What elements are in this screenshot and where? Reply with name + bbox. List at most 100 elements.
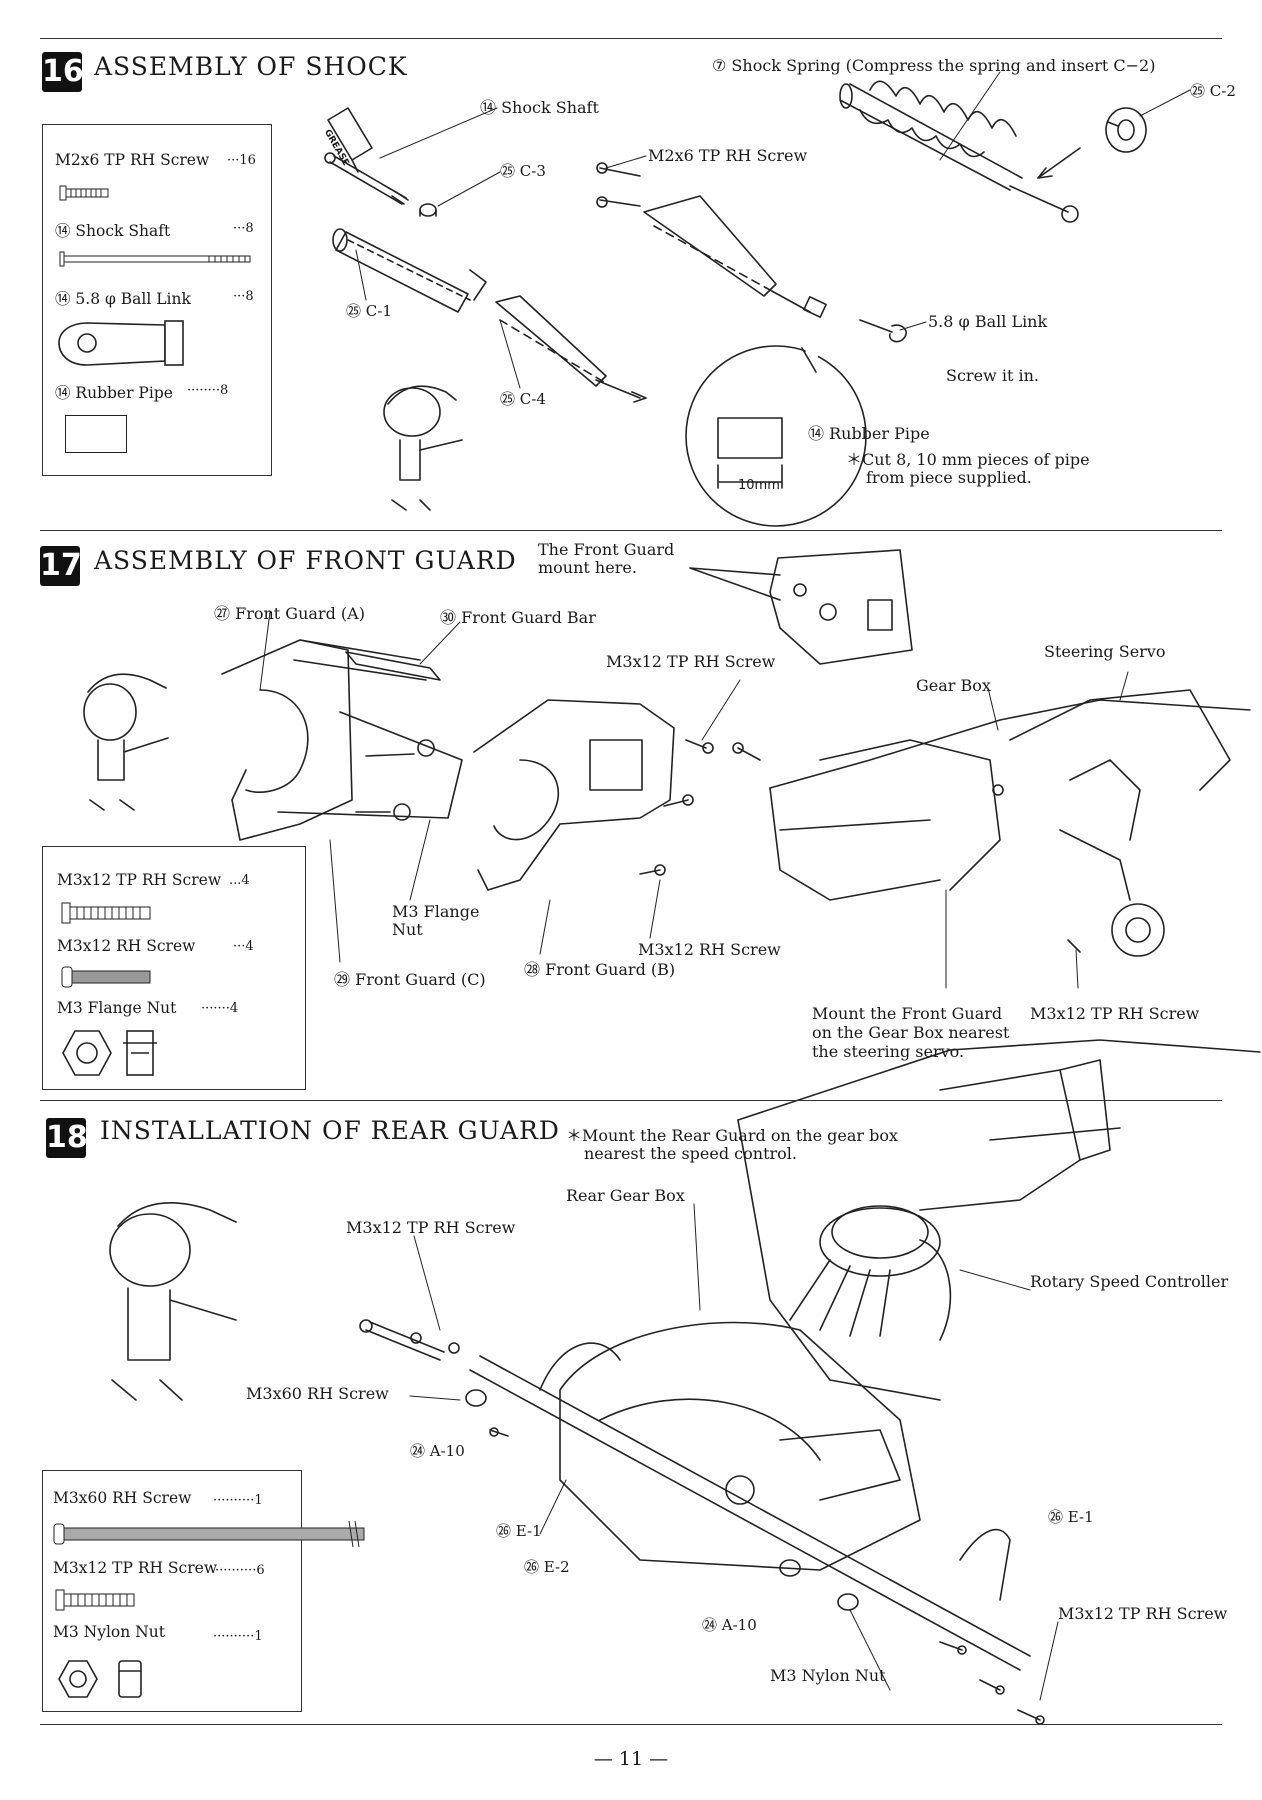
callout-rear-gear-box: Rear Gear Box — [566, 1186, 685, 1205]
ball-link-icon — [58, 320, 184, 366]
shock-shaft-icon — [59, 251, 251, 267]
step-number-18: 18 — [46, 1118, 88, 1158]
rubber-pipe-icon — [65, 415, 127, 453]
callout-a10-bottom: ㉔ A-10 — [702, 1616, 757, 1634]
shock-spring-drawing — [839, 80, 1079, 223]
cut-note-line-2: from piece supplied. — [866, 468, 1032, 487]
callout-c4: ㉕ C-4 — [500, 390, 546, 408]
shock-cap-c4 — [495, 295, 647, 403]
callout-m3-nylon-nut: M3 Nylon Nut — [770, 1666, 886, 1685]
long-screw-icon — [53, 1520, 365, 1548]
note-line-2: nearest the speed control. — [584, 1144, 797, 1163]
part-name: ⑭ Rubber Pipe — [55, 384, 173, 402]
cut-note-line-1: ＊Cut 8, 10 mm pieces of pipe — [846, 450, 1090, 469]
part-qty: ···8 — [233, 289, 254, 304]
part-name: M2x6 TP RH Screw — [55, 151, 210, 169]
part-qty: ·······4 — [201, 1001, 239, 1016]
tp-screw-icon — [55, 1589, 135, 1611]
part-qty: ···8 — [233, 221, 254, 236]
mount-here-line-1: The Front Guard — [538, 540, 675, 559]
callout-front-guard-b: ㉘ Front Guard (B) — [524, 960, 676, 979]
callout-e1-left: ㉖ E-1 — [496, 1522, 542, 1540]
bottom-rule — [40, 1724, 1222, 1725]
front-guard-mount-diagram — [689, 549, 913, 665]
callout-c1: ㉕ C-1 — [346, 302, 392, 320]
part-qty: ···4 — [233, 939, 254, 954]
mount-note-line-2: on the Gear Box nearest — [812, 1023, 1010, 1042]
chassis-frame-drawing — [737, 1039, 1261, 1401]
part-name: M3x12 TP RH Screw — [53, 1559, 218, 1577]
callout-gear-box: Gear Box — [916, 676, 991, 695]
rotary-speed-controller-drawing — [789, 1205, 952, 1341]
mascot-boy-icon-18 — [109, 1202, 237, 1401]
callout-m3x12-rh: M3x12 RH Screw — [638, 940, 781, 959]
callout-shock-spring: ⑦ Shock Spring (Compress the spring and … — [712, 56, 1156, 75]
parts-list-17: M3x12 TP RH Screw ...4 M3x12 RH Screw ··… — [42, 846, 306, 1090]
divider-16-17 — [40, 530, 1222, 531]
rear-gear-box-drawing — [559, 1321, 921, 1571]
front-guard-screws — [639, 739, 761, 876]
mascot-boy-icon-16 — [383, 385, 463, 511]
section-title-16: ASSEMBLY OF SHOCK — [94, 52, 408, 81]
part-qty: ··········6 — [215, 1563, 265, 1578]
callout-front-guard-c: ㉙ Front Guard (C) — [334, 970, 486, 989]
part-qty: ···16 — [227, 153, 256, 168]
leader-lines — [259, 71, 1191, 1701]
callout-front-guard-bar: ㉚ Front Guard Bar — [440, 608, 596, 627]
part-name: M3 Nylon Nut — [53, 1623, 165, 1641]
tp-screw-icon — [59, 185, 109, 201]
spring-arrow — [1037, 147, 1081, 179]
callout-ball-link: 5.8 φ Ball Link — [928, 312, 1048, 331]
mascot-boy-icon-17 — [83, 673, 169, 811]
part-qty: ········8 — [187, 383, 229, 398]
callout-m3x12-tp-right: M3x12 TP RH Screw — [1058, 1604, 1228, 1623]
front-guard-bar-drawing — [345, 651, 441, 681]
part-name: M3x12 RH Screw — [57, 937, 196, 955]
part-name: ⑭ 5.8 φ Ball Link — [55, 290, 191, 308]
part-name: M3 Flange Nut — [57, 999, 177, 1017]
callout-steering-servo: Steering Servo — [1044, 642, 1166, 661]
callout-rubber-pipe: ⑭ Rubber Pipe — [808, 424, 930, 443]
front-guard-a-drawing — [221, 639, 427, 841]
callout-m2x6-screw: M2x6 TP RH Screw — [648, 146, 808, 165]
spring-retainer-c2 — [1105, 107, 1147, 153]
section-title-18: INSTALLATION OF REAR GUARD — [100, 1116, 560, 1145]
section-title-17: ASSEMBLY OF FRONT GUARD — [94, 546, 517, 575]
step-number-16: 16 — [42, 52, 84, 92]
part-name: M3x60 RH Screw — [53, 1489, 192, 1507]
flange-nut-icon — [62, 1030, 157, 1076]
mount-note-line-1: Mount the Front Guard — [812, 1004, 1003, 1023]
tp-screw-icon — [61, 902, 151, 924]
nylon-nut-icon — [58, 1660, 142, 1698]
parts-list-16: M2x6 TP RH Screw ···16 ⑭ Shock Shaft ···… — [42, 124, 272, 476]
callout-screw-it-in: Screw it in. — [946, 366, 1039, 385]
callout-m3x60: M3x60 RH Screw — [246, 1384, 389, 1403]
front-guard-b-drawing — [473, 699, 675, 891]
shock-body-c1 — [332, 228, 487, 313]
page-number: — 11 — — [593, 1748, 669, 1770]
gear-box-assembly-drawing — [769, 689, 1251, 957]
callout-front-guard-a: ㉗ Front Guard (A) — [214, 604, 365, 623]
callout-m3-flange-nut-line-2: Nut — [392, 920, 423, 939]
shock-c3-bushing — [419, 203, 437, 217]
rh-screw-icon — [61, 966, 151, 988]
rear-guard-screws-and-nuts — [359, 1319, 1045, 1725]
divider-17-18 — [40, 1100, 1222, 1101]
callout-e2: ㉖ E-2 — [524, 1558, 570, 1576]
part-qty: ··········1 — [213, 1493, 263, 1508]
callout-e1-right: ㉖ E-1 — [1048, 1508, 1094, 1526]
callout-a10-top: ㉔ A-10 — [410, 1442, 465, 1460]
part-name: ⑭ Shock Shaft — [55, 222, 171, 240]
callout-m3x12-tp-bottom: M3x12 TP RH Screw — [1030, 1004, 1200, 1023]
callout-rotary-speed-controller: Rotary Speed Controller — [1030, 1272, 1229, 1291]
shock-assembled — [596, 162, 907, 343]
callout-m3x12-tp-top: M3x12 TP RH Screw — [606, 652, 776, 671]
shock-shaft-drawing — [324, 152, 409, 205]
mount-here-line-2: mount here. — [538, 558, 637, 577]
top-rule — [40, 38, 1222, 39]
callout-c3: ㉕ C-3 — [500, 162, 546, 180]
rubber-pipe-detail-circle — [685, 342, 867, 527]
rear-guard-bar-drawing — [469, 1342, 1031, 1671]
part-qty: ··········1 — [213, 1629, 263, 1644]
